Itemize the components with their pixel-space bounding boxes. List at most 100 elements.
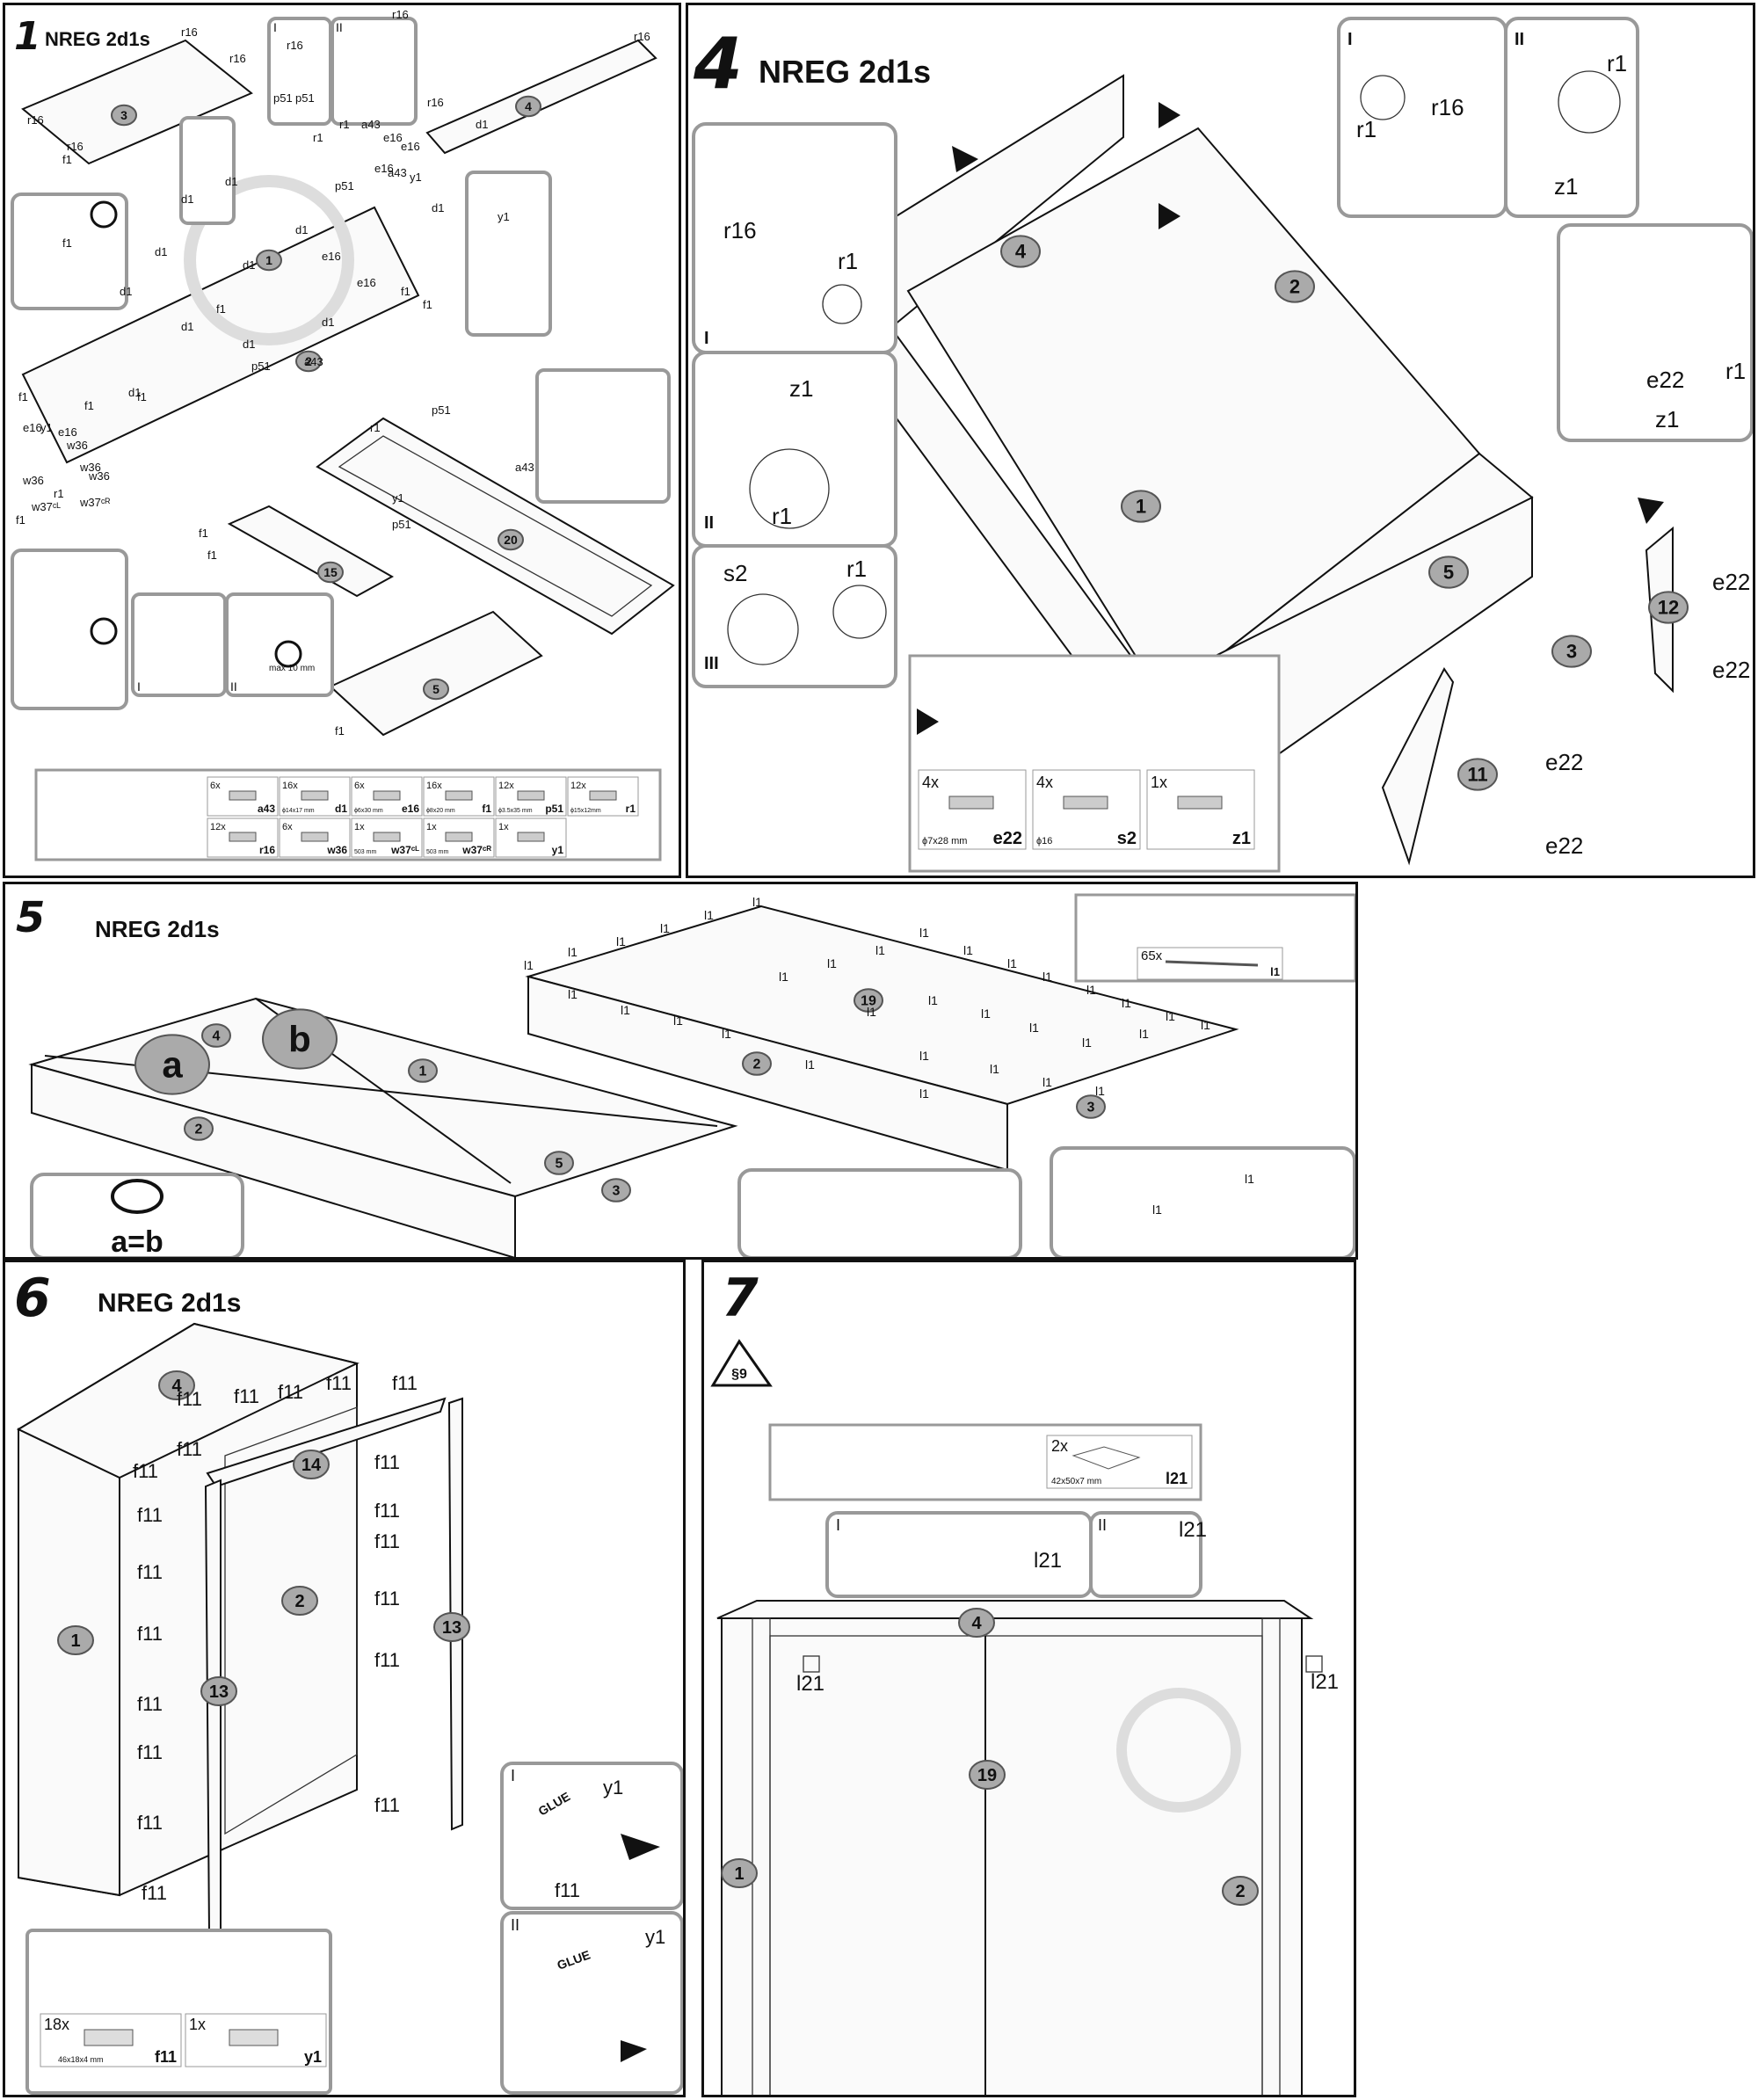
hardware-label: w36 xyxy=(66,439,88,452)
board-number-bubble: 15 xyxy=(317,561,344,584)
hardware-label: f1 xyxy=(401,285,410,298)
board-number-bubble: 3 xyxy=(111,104,137,127)
board-number-bubble: 1 xyxy=(721,1858,758,1888)
board-number-bubble: 2 xyxy=(295,350,322,373)
nail-label: l1 xyxy=(1007,956,1017,970)
part-size: ϕ3.5x35 mm xyxy=(498,808,533,814)
part-code: w37ᶜᴸ xyxy=(390,844,419,856)
diagonal-b-label: b xyxy=(262,1008,338,1070)
hardware-label: e16 xyxy=(23,421,42,434)
nail-label: l1 xyxy=(1122,996,1131,1010)
part-glyph-icon xyxy=(1177,796,1223,810)
inset-label: I xyxy=(137,679,141,694)
hardware-label: f1 xyxy=(18,390,28,403)
part-qty: 4x xyxy=(1036,774,1053,791)
part-code: e22 xyxy=(993,829,1022,848)
nail-label: l1 xyxy=(1082,1035,1092,1050)
part-code: w36 xyxy=(326,844,347,856)
arrow-icon xyxy=(952,146,978,172)
board-number-bubble: 5 xyxy=(544,1151,574,1175)
part-glyph-icon xyxy=(589,790,617,801)
pad-label: f11 xyxy=(234,1385,259,1407)
board-number: 5 xyxy=(432,682,440,696)
hardware-label: y1 xyxy=(40,421,53,434)
nail-label: l1 xyxy=(1152,1203,1162,1217)
board-number-bubble: 14 xyxy=(293,1450,330,1479)
part-code: p51 xyxy=(545,803,563,815)
felt-pad-icon xyxy=(1072,1446,1141,1470)
watermark-icon xyxy=(184,175,354,345)
board-number: 5 xyxy=(1443,562,1454,584)
board-11 xyxy=(1381,667,1455,866)
part-code: d1 xyxy=(335,803,347,815)
part-code: w37ᶜᴿ xyxy=(461,844,491,856)
inset-label: II xyxy=(511,1916,519,1934)
part-size: ϕ7x28 mm xyxy=(922,836,967,847)
part-code: r16 xyxy=(259,844,275,856)
board-number-bubble: 4 xyxy=(515,95,541,118)
nail-label: l1 xyxy=(568,945,578,959)
board-number: 20 xyxy=(504,533,518,547)
nail-label: l1 xyxy=(928,993,938,1007)
part-glyph-icon xyxy=(301,832,329,842)
part-glyph-icon xyxy=(301,790,329,801)
hardware-label: f1 xyxy=(216,302,226,316)
hardware-label: r1 xyxy=(313,131,323,144)
board-number: 3 xyxy=(120,108,127,122)
hardware-label: f1 xyxy=(423,298,432,311)
arrow-icon xyxy=(1638,498,1664,524)
board-number: 13 xyxy=(442,1618,461,1638)
board-number: 3 xyxy=(1566,641,1577,663)
pad-label: f11 xyxy=(137,1623,163,1645)
step-1-title: NREG 2d1s xyxy=(45,28,150,50)
part-code: l21 xyxy=(1166,1470,1188,1487)
hardware-label: r1 xyxy=(1607,50,1627,76)
board-number-bubble: 12 xyxy=(1648,591,1689,624)
part-glyph-icon xyxy=(948,796,994,810)
hardware-label: p51 xyxy=(273,91,293,105)
nail-label: l1 xyxy=(1166,1009,1175,1023)
r1-cam-icon xyxy=(1360,75,1406,120)
warning-icon xyxy=(274,640,302,668)
inset-II-step1 xyxy=(331,17,418,126)
board-number: 12 xyxy=(1658,597,1679,619)
board-5-step1 xyxy=(329,610,543,737)
nail-label: l1 xyxy=(875,943,885,957)
hardware-label: a43 xyxy=(388,166,407,179)
nail-label: l1 xyxy=(704,908,714,922)
hardware-label: r1 xyxy=(772,503,792,529)
hardware-label: d1 xyxy=(432,201,444,214)
board-number-bubble: 20 xyxy=(498,528,524,551)
hardware-label: f1 xyxy=(62,153,72,166)
hardware-label: r1 xyxy=(1356,116,1377,142)
board-13-left xyxy=(204,1479,222,1937)
board-number-bubble: 19 xyxy=(969,1760,1006,1790)
hardware-label: e16 xyxy=(58,425,77,439)
part-glyph-icon xyxy=(517,832,545,842)
hardware-label: w36 xyxy=(79,461,101,474)
board-number-bubble: 4 xyxy=(958,1608,995,1638)
hardware-label: r1 xyxy=(1725,358,1746,384)
board-number: 5 xyxy=(556,1157,563,1172)
hardware-label: e22 xyxy=(1545,832,1583,859)
board-number-bubble: 2 xyxy=(742,1051,772,1076)
board-2-step5 xyxy=(31,1063,516,1257)
board-number-bubble: 5 xyxy=(423,678,449,701)
inset-nail-detail-step5 xyxy=(1050,1146,1355,1257)
felt-label: l21 xyxy=(796,1672,825,1696)
pad-label: f11 xyxy=(177,1388,202,1410)
hardware-label: e22 xyxy=(1712,569,1750,595)
inset-label: I xyxy=(1348,30,1353,49)
hardware-label: f1 xyxy=(137,390,147,403)
hardware-label: r16 xyxy=(229,52,246,65)
part-code: e16 xyxy=(402,803,419,815)
nail-label: l1 xyxy=(673,1014,683,1028)
board-4-step6 xyxy=(16,1322,360,1479)
hardware-label: r16 xyxy=(1431,94,1464,120)
hardware-label: r16 xyxy=(392,8,409,21)
part-qty: 12x xyxy=(570,781,586,791)
pad-label: f11 xyxy=(374,1649,400,1671)
